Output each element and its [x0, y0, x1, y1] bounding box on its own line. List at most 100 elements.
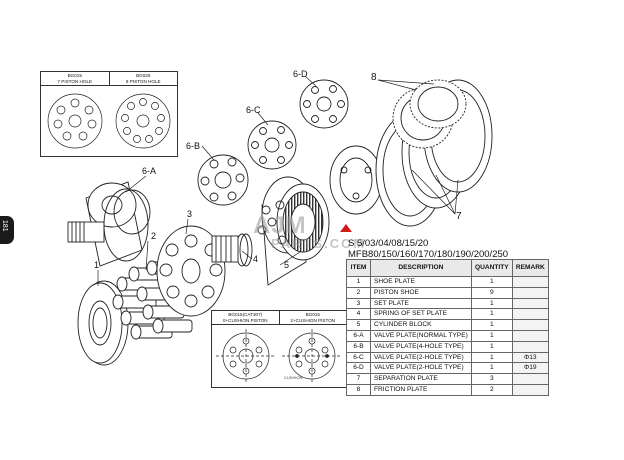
shoe-plate-part [77, 280, 129, 366]
cell-quantity: 1 [470, 319, 513, 331]
parts-table-header: ITEM DESCRIPTION QUANTITY REMARK [346, 259, 549, 277]
cell-description: VALVE PLATE(2-HOLE TYPE) [370, 351, 472, 364]
callout-1: 1 [94, 260, 100, 270]
cell-remark [511, 373, 549, 385]
cell-description: SHOE PLATE [370, 276, 472, 288]
inset-left-model: BG015 [67, 73, 82, 78]
inset-right-desc: 9 PISTON HOLE [125, 78, 161, 84]
page-number: 181 [1, 220, 8, 232]
piston-shoes-part [112, 260, 193, 340]
cell-item: 8 [346, 383, 371, 396]
cell-description: PISTON SHOE [370, 286, 472, 299]
callout-6b: 6-B [186, 141, 201, 151]
cell-description: VALVE PLATE(2-HOLE TYPE) [370, 362, 472, 375]
cell-item: 3 [346, 297, 371, 310]
callout-5: 5 [284, 260, 290, 270]
inset-left-desc: 7 PISTON HOLE [57, 78, 93, 84]
callout-6d: 6-D [293, 69, 308, 79]
callout-2: 2 [151, 231, 157, 241]
cell-remark [511, 340, 549, 353]
cell-item: 2 [346, 286, 371, 299]
cell-description: VALVE PLATE(4-HOLE TYPE) [370, 340, 472, 353]
valve-plate-4hole-part [197, 154, 249, 206]
cell-quantity: 1 [470, 308, 513, 321]
cell-item: 5 [346, 319, 371, 331]
col-remark-header: REMARK [511, 259, 549, 277]
cell-quantity: 3 [470, 373, 513, 385]
cell-remark: Φ13 [511, 351, 549, 364]
col-quantity-header: QUANTITY [470, 259, 513, 277]
cell-remark [511, 329, 549, 342]
cushion-piston-drawings [216, 329, 342, 384]
watermark: AJM PARTS.COM [253, 212, 366, 251]
cell-quantity: 1 [470, 276, 513, 288]
cell-remark [511, 308, 549, 321]
model-line-2: MFB80/150/160/170/180/190/200/250 [348, 249, 509, 260]
cell-item: 6-A [346, 329, 371, 342]
callout-6a: 6-A [142, 166, 157, 176]
watermark-line1: AJM [253, 212, 307, 239]
set-plate-part [156, 225, 226, 317]
cell-item: 4 [346, 308, 371, 321]
cell-remark [511, 319, 549, 331]
callout-6c: 6-C [246, 105, 261, 115]
cell-remark [511, 286, 549, 299]
cushion-left-caption: BG015(CAT307)0+CUSHION PISTON [212, 311, 280, 325]
callout-4: 4 [253, 254, 259, 264]
col-description-header: DESCRIPTION [370, 259, 472, 277]
cell-description: VALVE PLATE(NORMAL TYPE) [370, 329, 472, 342]
cylinder-block-part [257, 176, 330, 286]
friction-plates-part [392, 79, 467, 149]
valve-plate-2hole-13-part [247, 120, 297, 170]
cell-description: SET PLATE [370, 297, 472, 310]
piston-hole-drawings [47, 93, 171, 149]
col-item-header: ITEM [346, 259, 371, 277]
cell-item: 6-C [346, 351, 371, 364]
cell-remark: Φ19 [511, 362, 549, 375]
callout-8: 8 [371, 72, 377, 83]
model-list: S 5/03/04/08/15/20 MFB80/150/160/170/180… [348, 238, 508, 260]
callout-3: 3 [187, 209, 193, 219]
cell-remark [511, 276, 549, 288]
spring-set-plate-part [211, 233, 253, 267]
inset-right-model: BG025 [136, 73, 151, 78]
cushion-right-desc: 2+CUSHION PISTON [290, 317, 336, 323]
cell-description: SEPARATION PLATE [370, 373, 472, 385]
cell-description: FRICTION PLATE [370, 383, 472, 396]
leader-lines [97, 75, 459, 286]
cushion-note: CUSHION [284, 375, 303, 380]
warning-marker-icon [340, 224, 352, 232]
cell-quantity: 9 [470, 286, 513, 299]
cushion-right-model: BG015 [305, 312, 320, 317]
cell-quantity: 1 [470, 362, 513, 375]
cushion-left-desc: 0+CUSHION PISTON [222, 317, 268, 323]
valve-plate-2hole-19-part [299, 79, 349, 129]
watermark-line2: PARTS.COM [271, 236, 367, 251]
cell-remark [511, 383, 549, 396]
housing-part [329, 145, 383, 215]
cell-quantity: 1 [470, 340, 513, 353]
cell-quantity: 1 [470, 297, 513, 310]
callout-7: 7 [456, 211, 462, 222]
cell-description: SPRING OF SET PLATE [370, 308, 472, 321]
cell-description: CYLINDER BLOCK [370, 319, 472, 331]
